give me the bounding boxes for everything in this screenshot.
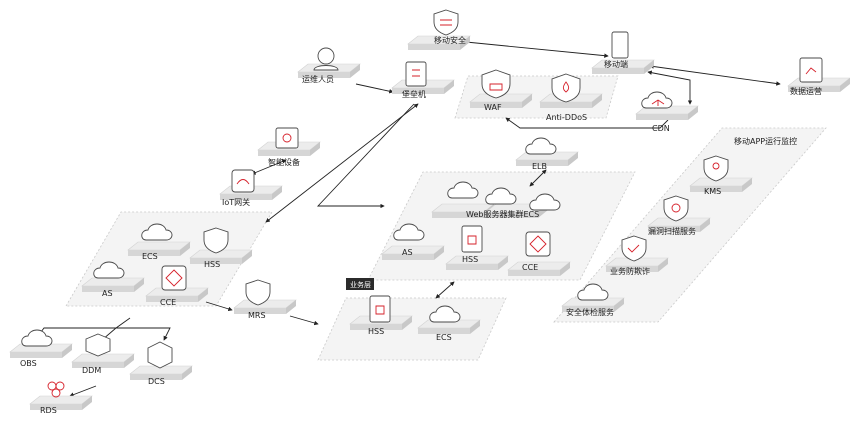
label-dcs: DCS (148, 377, 165, 386)
label-hss-left: HSS (204, 260, 220, 269)
label-cdn: CDN (652, 124, 670, 133)
iot-cloud-icon (231, 169, 255, 193)
chart-icon (799, 57, 823, 83)
label-ecs-biz: ECS (436, 333, 452, 342)
node-iot-gateway[interactable]: IoT网关 (219, 169, 283, 207)
biz-layer-tag: 业务层 (346, 278, 374, 290)
label-ddm: DDM (82, 366, 101, 375)
label-hss-web: HSS (462, 255, 478, 264)
label-kms: KMS (704, 187, 721, 196)
cloud-icon (93, 261, 125, 279)
label-waf: WAF (484, 103, 502, 112)
person-icon (317, 47, 335, 65)
label-app-monitor: 移动APP运行监控 (734, 136, 797, 146)
cube-icon (85, 333, 111, 357)
label-hss-biz: HSS (368, 327, 384, 336)
label-elb: ELB (532, 162, 547, 171)
node-data-ops[interactable]: 数据运营 (787, 57, 850, 96)
node-waf[interactable]: WAF (469, 69, 533, 112)
label-obs: OBS (20, 359, 37, 368)
cloud-icon (393, 223, 425, 241)
server-icon (405, 61, 427, 87)
label-cce-left: CCE (160, 298, 176, 307)
node-mobile-security[interactable]: 移动安全 (407, 9, 471, 51)
elb-cloud-icon (525, 137, 557, 155)
server-icon (461, 225, 483, 253)
label-ecs-left: ECS (142, 252, 158, 261)
label-bastion: 堡垒机 (402, 89, 426, 99)
server-icon (369, 295, 391, 323)
cdn-cloud-icon (641, 91, 673, 109)
hexagon-icon (525, 231, 551, 257)
node-ddm[interactable]: DDM (71, 333, 135, 375)
cloud-icon (141, 223, 173, 241)
node-smart-device[interactable]: 智能设备 (257, 127, 321, 167)
cloud-icon (429, 305, 461, 323)
node-cce-left[interactable]: CCE (145, 265, 209, 307)
device-icon (275, 127, 299, 149)
node-security-check[interactable]: 安全体检服务 (561, 283, 625, 317)
node-mobile-client[interactable]: 移动端 (591, 31, 655, 75)
node-bastion[interactable]: 堡垒机 (391, 61, 455, 99)
cloud-icon (21, 329, 53, 347)
node-kms[interactable]: KMS (689, 155, 753, 196)
phone-icon (611, 31, 629, 59)
car-cloud-icon (577, 283, 609, 301)
label-cce-web: CCE (522, 263, 538, 272)
hexagon-icon (161, 265, 187, 291)
node-mrs[interactable]: MRS (233, 279, 297, 320)
label-mobile-security: 移动安全 (434, 35, 466, 45)
key-shield-icon (703, 155, 729, 182)
node-vuln-scan[interactable]: 漏洞扫描服务 (647, 195, 711, 236)
shield-icon (433, 9, 459, 36)
label-as-left: AS (102, 289, 113, 298)
label-vuln-scan: 漏洞扫描服务 (648, 226, 696, 236)
node-anti-ddos[interactable]: Anti-DDoS (539, 73, 603, 122)
label-mobile-client: 移动端 (604, 59, 628, 69)
label-anti-fraud: 业务防欺诈 (610, 266, 650, 276)
label-ops-staff: 运维人员 (302, 74, 334, 84)
drop-shield-icon (551, 73, 581, 103)
label-iot-gateway: IoT网关 (222, 197, 250, 207)
node-as-left[interactable]: AS (81, 261, 145, 298)
node-anti-fraud[interactable]: 业务防欺诈 (605, 235, 669, 276)
node-elb[interactable]: ELB (515, 137, 579, 171)
cloud-icon (447, 181, 479, 199)
node-hss-left[interactable]: HSS (189, 227, 253, 269)
biz-layer-zone (317, 297, 507, 361)
node-cdn[interactable]: CDN (635, 91, 699, 133)
label-smart-device: 智能设备 (268, 157, 300, 167)
node-hss-biz[interactable]: HSS (349, 295, 413, 336)
shield-icon (203, 227, 229, 254)
radar-shield-icon (663, 195, 689, 222)
hexagon-icon (147, 341, 173, 369)
label-mrs: MRS (248, 311, 266, 320)
node-web-cluster[interactable]: Web服务器集群ECS (431, 181, 561, 219)
label-security-check: 安全体检服务 (566, 307, 614, 317)
node-cce-web[interactable]: CCE (507, 231, 571, 277)
node-obs[interactable]: OBS (9, 329, 73, 368)
node-rds[interactable]: RDS (29, 381, 93, 415)
shield-icon (245, 279, 271, 306)
label-as-web: AS (402, 248, 413, 257)
label-anti-ddos: Anti-DDoS (546, 113, 587, 122)
label-data-ops: 数据运营 (790, 86, 822, 96)
label-biz-layer: 业务层 (350, 280, 371, 289)
node-ops-staff[interactable]: 运维人员 (297, 47, 361, 84)
label-rds: RDS (40, 406, 57, 415)
node-hss-web[interactable]: HSS (445, 225, 509, 271)
node-dcs[interactable]: DCS (129, 341, 193, 386)
node-as-web[interactable]: AS (381, 223, 445, 261)
label-web-cluster: Web服务器集群ECS (466, 209, 539, 219)
connectors (37, 41, 781, 397)
node-ecs-left[interactable]: ECS (127, 223, 191, 261)
node-ecs-biz[interactable]: ECS (417, 305, 481, 342)
check-shield-icon (621, 235, 647, 262)
